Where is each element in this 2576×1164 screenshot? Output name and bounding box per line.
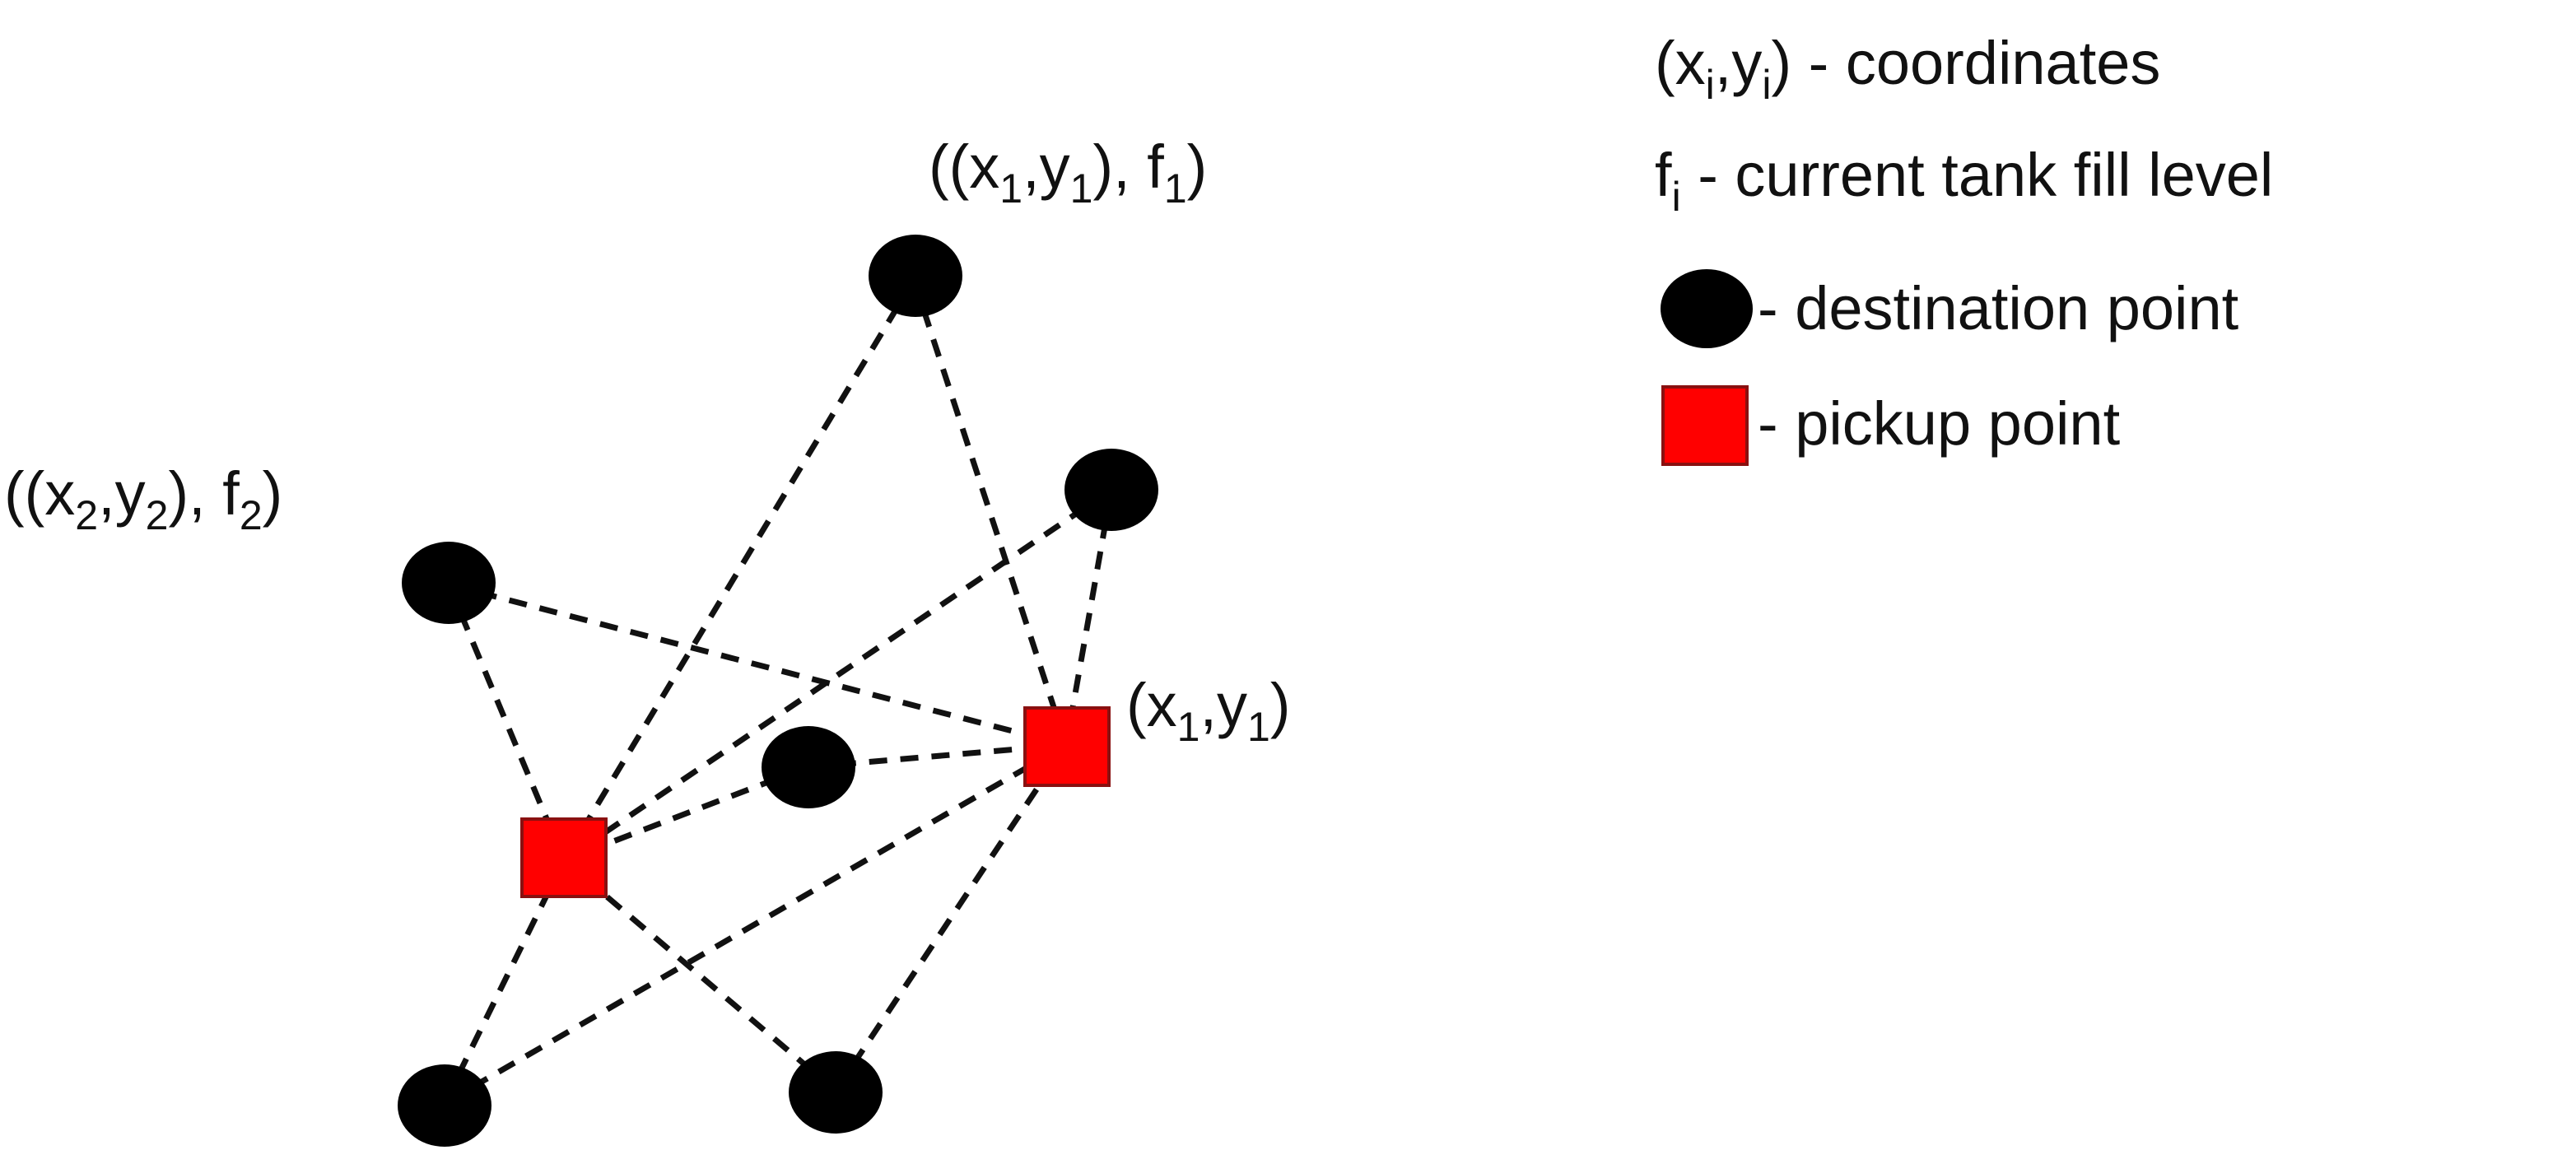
- destination-points: [398, 235, 1158, 1147]
- pickup-point-left: [520, 817, 608, 898]
- legend-destination-text: - destination point: [1758, 274, 2239, 342]
- destination-point-bottom-right: [789, 1051, 883, 1134]
- destination-point-top: [869, 235, 962, 317]
- legend-destination-icon: [1661, 269, 1753, 348]
- destination-point-upper-right: [1064, 449, 1158, 531]
- edge-dest-upper-right-to-pickup-left: [562, 487, 1113, 863]
- legend-pickup-text: - pickup point: [1758, 389, 2121, 458]
- edge-dest-bottom-right-to-pickup-right: [833, 743, 1069, 1092]
- legend-coordinates: (xi,yi) - coordinates: [1655, 29, 2160, 108]
- legend-fill-level: fi - current tank fill level: [1655, 141, 2273, 220]
- edge-dest-top-to-pickup-left: [561, 278, 916, 862]
- destination-point-left: [402, 542, 496, 624]
- pickup-points: [520, 706, 1111, 898]
- legend: (xi,yi) - coordinates fi - current tank …: [1655, 29, 2273, 466]
- legend-pickup-icon: [1661, 385, 1749, 466]
- edge-dest-bottom-left-to-pickup-right: [443, 742, 1068, 1106]
- edge-dest-top-to-pickup-right: [911, 278, 1069, 747]
- edge-dest-upper-right-to-pickup-right: [1063, 489, 1115, 746]
- edges: [441, 278, 1115, 1106]
- edge-dest-bottom-left-to-pickup-left: [441, 859, 567, 1105]
- label-pickup-1: (x1,y1): [1126, 671, 1291, 750]
- label-destination-2: ((x2,y2), f2): [4, 459, 282, 538]
- pickup-point-right: [1023, 706, 1111, 787]
- destination-point-center: [762, 726, 855, 808]
- edge-dest-left-to-pickup-right: [448, 581, 1067, 748]
- destination-point-bottom-left: [398, 1064, 491, 1147]
- edge-dest-bottom-right-to-pickup-left: [561, 858, 838, 1093]
- label-destination-1: ((x1,y1), f1): [929, 133, 1207, 212]
